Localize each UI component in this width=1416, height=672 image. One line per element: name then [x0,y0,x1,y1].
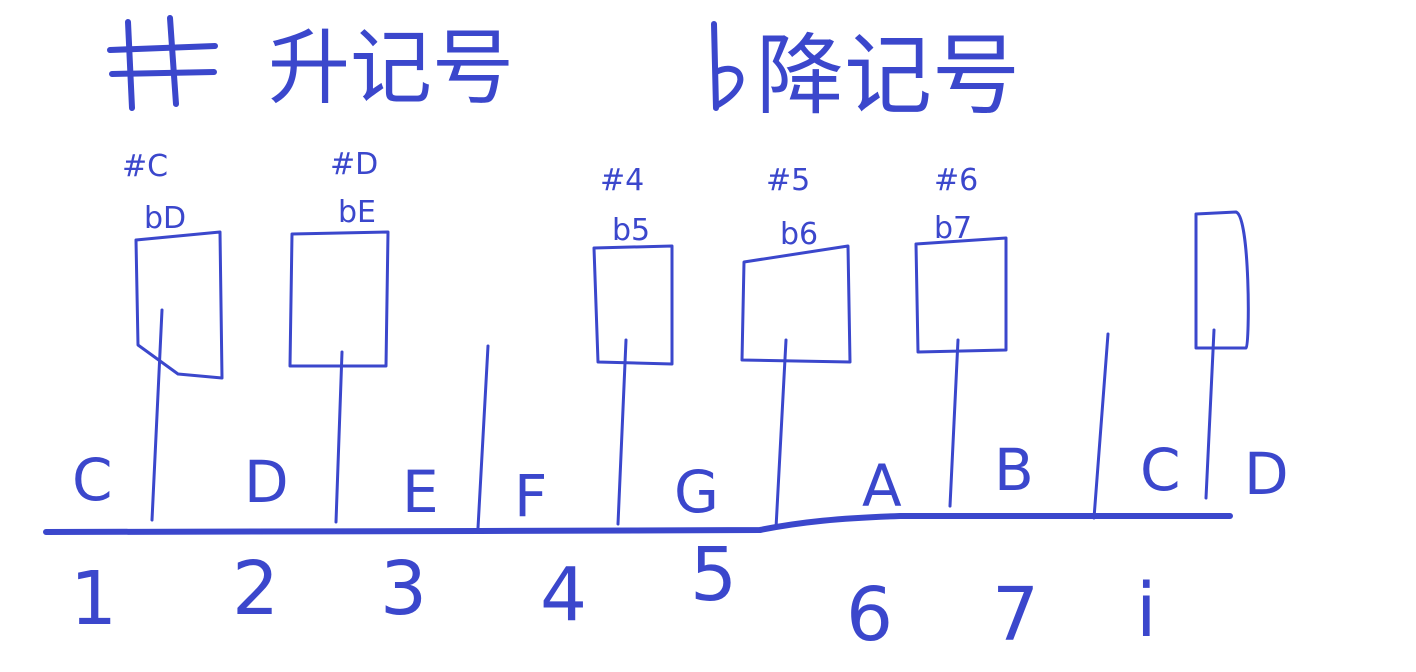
sharp-label: 升记号 [268,21,514,116]
white-key-number-2: 2 [232,546,279,632]
white-key-letter-1: C [72,446,113,514]
black-key-3-sharp: #4 [600,163,644,198]
white-key-number-6: 6 [846,572,893,658]
white-key-number-4: 4 [540,552,587,638]
black-key-labels: #C bD #D bE #4 b5 #5 b6 #6 b7 [122,147,978,252]
white-key-number-1: 1 [70,556,117,642]
flat-label: 降记号 [756,24,1020,127]
black-key-5-flat: b7 [934,211,972,246]
white-key-letter-9: D [1244,440,1289,508]
key-lines [150,308,1216,530]
black-key-4-flat: b6 [780,217,818,252]
white-key-letter-2: D [244,448,289,516]
black-key-2 [288,230,390,368]
white-key-number-3: 3 [380,546,427,632]
white-key-letter-7: B [994,436,1034,504]
black-key-4-sharp: #5 [766,163,810,198]
white-key-numbers: 1 2 3 4 5 6 7 i [70,532,1157,658]
white-key-number-5: 5 [690,532,737,618]
black-key-5-sharp: #6 [934,163,978,198]
white-key-number-7: 7 [992,572,1039,658]
black-key-1 [134,230,224,380]
white-key-letter-8: C [1140,436,1181,504]
sharp-symbol-icon [107,15,218,111]
white-key-letter-5: G [674,458,719,526]
white-key-letter-4: F [514,462,547,530]
black-key-2-flat: bE [338,195,376,230]
black-key-3 [592,244,674,366]
black-key-3-flat: b5 [612,213,650,248]
black-key-5 [914,236,1008,354]
black-key-2-sharp: #D [330,147,378,182]
white-key-letters: C D E F G A B C D [72,436,1289,530]
baseline [43,513,1233,535]
black-key-4 [740,244,852,364]
title-row: 升记号 降记号 [107,15,1020,127]
white-key-number-8: i [1136,568,1157,654]
white-key-letter-6: A [862,452,902,520]
white-key-letter-3: E [402,458,439,526]
black-keys [134,210,1250,380]
flat-symbol-icon [711,21,744,111]
black-key-1-flat: bD [144,201,186,236]
black-key-6 [1194,210,1250,350]
black-key-1-sharp: #C [122,149,168,184]
